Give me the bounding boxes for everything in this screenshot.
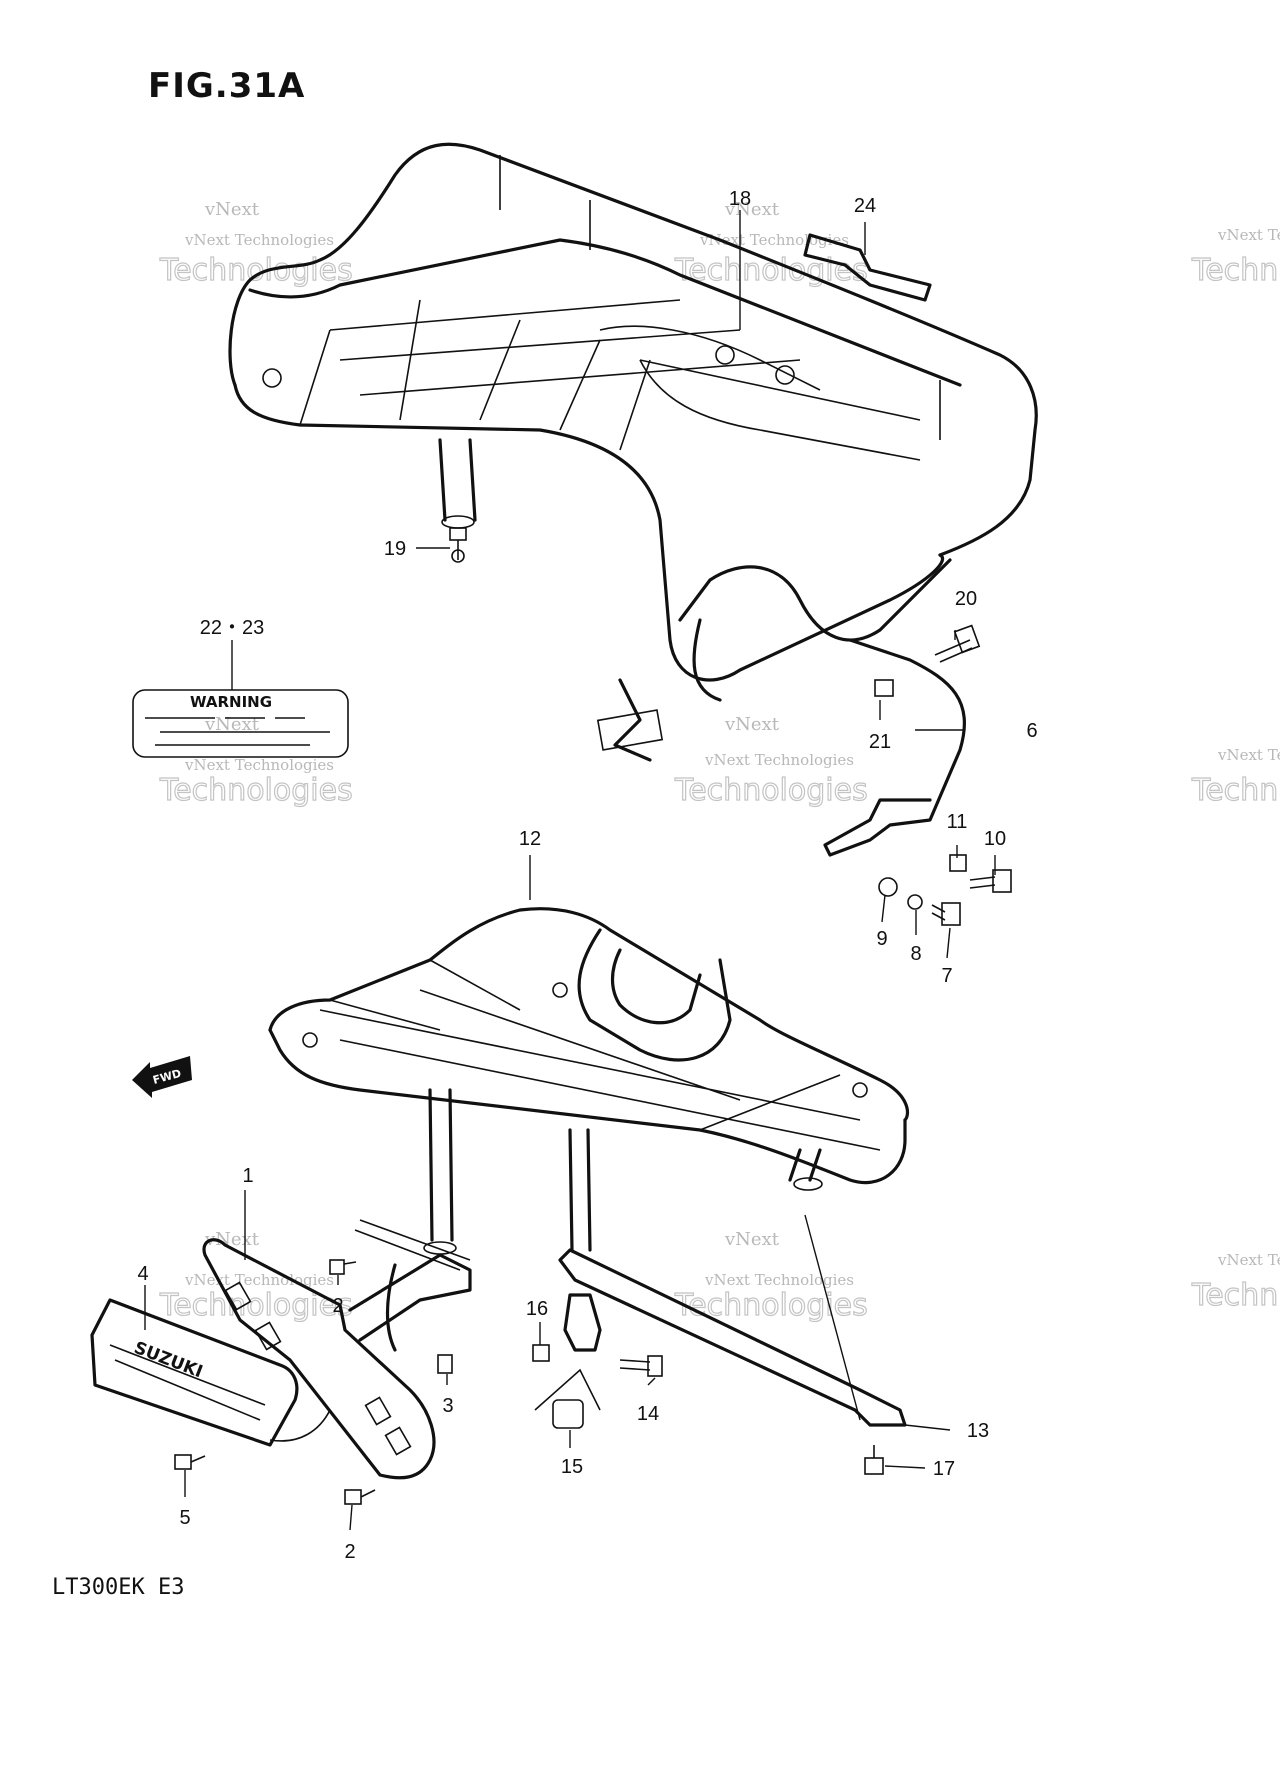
watermark-line2: vNext Technologies xyxy=(704,1271,854,1289)
callout-7: 7 xyxy=(941,965,952,987)
warning-heading: WARNING xyxy=(190,693,272,711)
callout-9: 9 xyxy=(876,928,887,950)
watermark-6: vNext vNext Technologies Technologies xyxy=(673,1229,868,1324)
callout-11: 11 xyxy=(947,811,968,833)
callout-8: 8 xyxy=(910,943,921,965)
washer-9 xyxy=(878,877,898,897)
callout-18: 18 xyxy=(729,188,751,210)
callout-4: 4 xyxy=(137,1263,148,1285)
watermark-edge-3: vNext Te xyxy=(1217,746,1280,764)
callout-6: 6 xyxy=(1026,720,1037,742)
watermark-line3: Technologies xyxy=(674,773,868,808)
watermark-line3: Technologies xyxy=(159,773,353,808)
watermark-group: vNext vNext Technologies Technologies vN… xyxy=(158,199,1280,1324)
watermark-line2: vNext Technologies xyxy=(704,751,854,769)
watermark-edge-2: Techn xyxy=(1191,253,1278,288)
rear-carrier xyxy=(228,142,1038,762)
callout-2-lower: 2 xyxy=(344,1541,355,1563)
watermark-line1: vNext xyxy=(724,714,780,735)
brace-6 xyxy=(823,638,966,857)
watermark-line1: vNext xyxy=(204,199,260,220)
model-code: LT300EK E3 xyxy=(52,1575,185,1600)
bolt-17 xyxy=(864,1445,884,1475)
watermark-edge-4: Techn xyxy=(1191,773,1278,808)
callout-14: 14 xyxy=(637,1403,659,1425)
nut-11 xyxy=(949,854,967,872)
bolt-7 xyxy=(931,902,961,926)
watermark-4: vNext vNext Technologies Technologies xyxy=(673,714,868,809)
callouts: 18 24 19 22・23 20 21 6 11 10 9 8 7 12 13… xyxy=(137,188,1037,1563)
callout-17: 17 xyxy=(933,1458,955,1480)
callout-1: 1 xyxy=(242,1165,253,1187)
watermark-line2: vNext Technologies xyxy=(184,231,334,249)
watermark-line1: vNext xyxy=(204,714,260,735)
nut-21 xyxy=(874,679,894,697)
exhaust-protector xyxy=(202,1219,472,1480)
callout-19: 19 xyxy=(384,538,406,560)
callout-13: 13 xyxy=(967,1420,989,1442)
bolt-20 xyxy=(934,624,981,663)
watermark-line1: vNext xyxy=(724,1229,780,1250)
bolt-2-upper xyxy=(329,1259,357,1275)
callout-3: 3 xyxy=(442,1395,453,1417)
figure-title: FIG.31A xyxy=(148,66,306,106)
callout-24: 24 xyxy=(854,195,876,217)
callout-21: 21 xyxy=(869,731,891,753)
callout-5: 5 xyxy=(179,1507,190,1529)
watermark-line2: vNext Technologies xyxy=(184,1271,334,1289)
watermark-edge-5: vNext Te xyxy=(1217,1251,1280,1269)
front-carrier xyxy=(268,907,910,1255)
bolt-19 xyxy=(449,527,467,563)
bolt-2-lower xyxy=(344,1489,376,1505)
leader-lines xyxy=(144,210,996,1531)
watermark-line1: vNext xyxy=(204,1229,260,1250)
watermark-line3: Technologies xyxy=(159,1288,353,1323)
callout-10: 10 xyxy=(984,828,1006,850)
watermark-line3: Technologies xyxy=(674,253,868,288)
washer-8 xyxy=(907,894,923,910)
watermark-line2: vNext Technologies xyxy=(184,756,334,774)
watermark-line3: Technologies xyxy=(674,1288,868,1323)
callout-16: 16 xyxy=(526,1298,548,1320)
watermark-3: vNext vNext Technologies Technologies xyxy=(158,714,353,809)
watermark-line1: vNext xyxy=(724,199,780,220)
callout-15: 15 xyxy=(561,1456,583,1478)
callout-12: 12 xyxy=(519,828,541,850)
callout-2-upper: 2 xyxy=(332,1295,343,1317)
bolt-5 xyxy=(174,1454,206,1470)
bracket-14 xyxy=(563,1293,663,1377)
watermark-5: vNext vNext Technologies Technologies xyxy=(158,1229,353,1324)
callout-22-23: 22・23 xyxy=(200,617,265,639)
bolt-10 xyxy=(969,869,1012,893)
nut-16 xyxy=(532,1344,550,1362)
reflector-strip xyxy=(803,233,932,302)
bolt-3 xyxy=(437,1354,453,1374)
heat-shield-brand: SUZUKI xyxy=(131,1338,205,1382)
warning-label: WARNING xyxy=(132,689,349,758)
callout-20: 20 xyxy=(955,588,977,610)
watermark-edge-1: vNext Te xyxy=(1217,226,1280,244)
fwd-arrow-icon: FWD xyxy=(132,1056,192,1098)
watermark-edge-6: Techn xyxy=(1191,1278,1278,1313)
rubber-15 xyxy=(534,1368,601,1429)
